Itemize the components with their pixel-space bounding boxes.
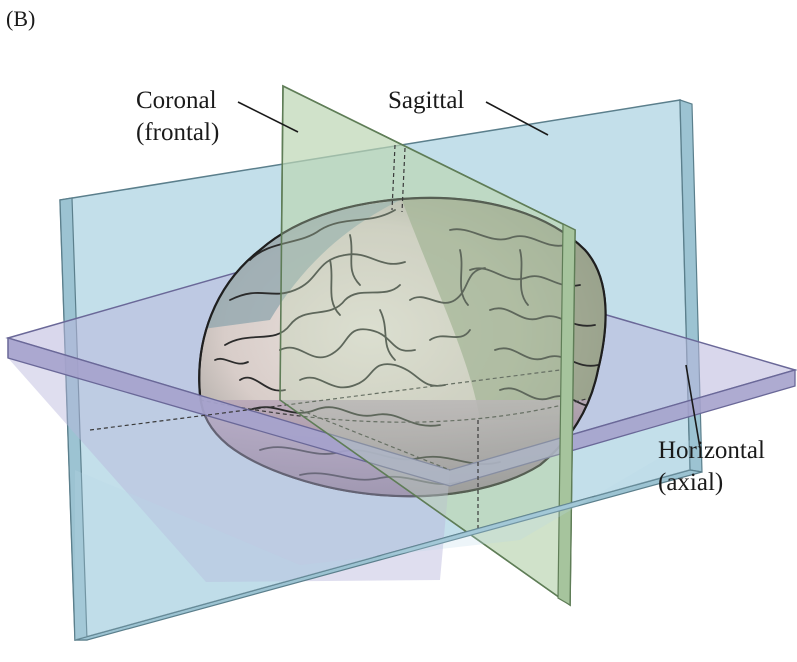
coronal-label-line2: (frontal) [136,119,220,146]
horizontal-label-line1: Horizontal [658,437,765,464]
sagittal-plane-front [74,440,703,641]
leader-lines [237,101,701,449]
coronal-label-line1: Coronal [136,87,217,114]
coronal-leader [237,101,299,133]
horizontal-plane-front [7,337,796,582]
sagittal-leader [485,101,549,136]
horizontal-label-line2: (axial) [658,469,724,496]
horizontal-leader [685,364,701,449]
sagittal-label: Sagittal [388,87,465,114]
panel-letter: (B) [6,6,36,31]
